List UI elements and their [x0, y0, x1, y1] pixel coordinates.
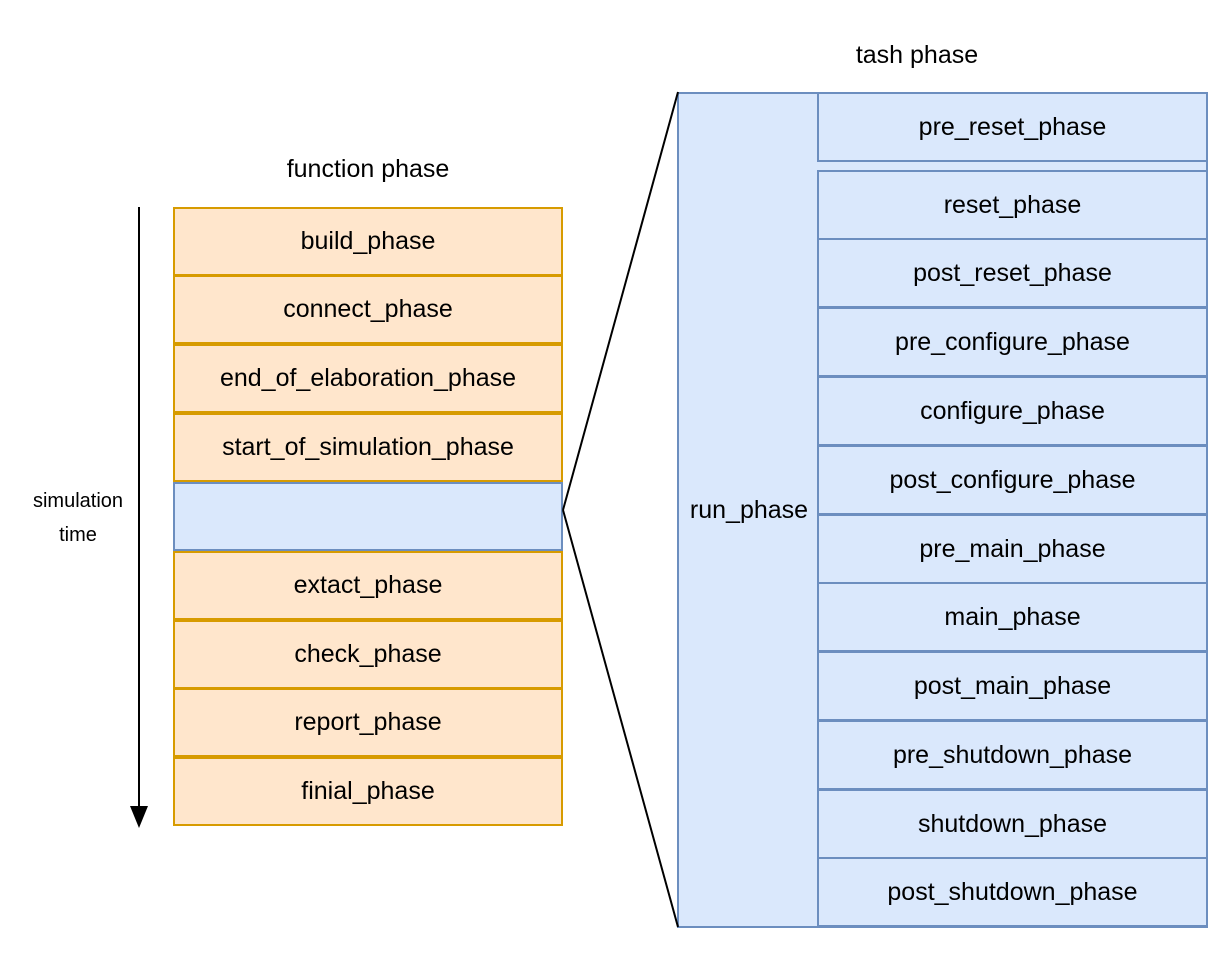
simulation-time-label-line1: simulation: [32, 490, 124, 512]
task-phase-box: post_reset_phase: [817, 238, 1208, 308]
zoom-connector-bottom: [562, 509, 679, 928]
run-phase-slot: [173, 482, 563, 551]
function-phase-box: start_of_simulation_phase: [173, 413, 563, 482]
function-phase-box: connect_phase: [173, 275, 563, 344]
task-phase-box: main_phase: [817, 582, 1208, 652]
function-phase-heading: function phase: [286, 155, 450, 183]
function-phase-box: extact_phase: [173, 551, 563, 620]
task-phase-box: pre_reset_phase: [817, 92, 1208, 162]
function-phase-box: report_phase: [173, 688, 563, 757]
simulation-time-label: simulation time: [18, 484, 138, 552]
task-phase-box: configure_phase: [817, 376, 1208, 446]
run-phase-label: run_phase: [689, 495, 809, 524]
task-phase-box: post_main_phase: [817, 651, 1208, 721]
task-phase-box: pre_shutdown_phase: [817, 720, 1208, 790]
task-phase-heading: tash phase: [855, 41, 979, 69]
task-phase-box: post_shutdown_phase: [817, 857, 1208, 927]
function-phase-box: build_phase: [173, 207, 563, 276]
zoom-connector-top: [562, 91, 679, 511]
task-phase-box: post_configure_phase: [817, 445, 1208, 515]
function-phase-box: check_phase: [173, 620, 563, 689]
simulation-time-arrow-head: [130, 806, 148, 828]
simulation-time-label-line2: time: [59, 524, 97, 546]
task-phase-box: reset_phase: [817, 170, 1208, 240]
function-phase-box: finial_phase: [173, 757, 563, 826]
task-phase-box: shutdown_phase: [817, 789, 1208, 859]
function-phase-box: end_of_elaboration_phase: [173, 344, 563, 413]
task-phase-box: pre_main_phase: [817, 514, 1208, 584]
task-phase-box: pre_configure_phase: [817, 307, 1208, 377]
